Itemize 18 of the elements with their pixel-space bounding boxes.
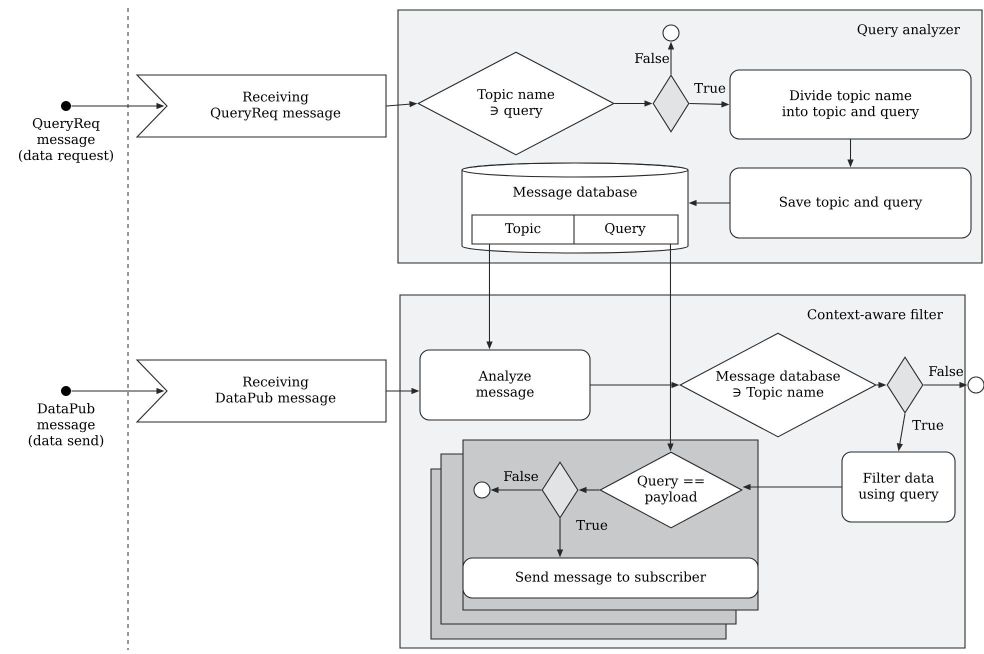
- process-box: Divide topic name into topic and query: [729, 69, 972, 140]
- process-box: Filter data using query: [841, 451, 956, 523]
- start-label: DataPub message (data send): [28, 403, 104, 448]
- edge-label: True: [912, 420, 944, 430]
- process-box: Analyze message: [419, 349, 591, 421]
- database-cylinder: Message database Topic Query: [461, 162, 689, 254]
- edge-label: False: [504, 470, 538, 482]
- process-chevron: Receiving DataPub message: [136, 359, 387, 423]
- process-box: Save topic and query: [729, 167, 972, 239]
- end-symbol: [662, 24, 680, 42]
- end-symbol: [473, 481, 491, 499]
- edge-label: False: [635, 52, 669, 64]
- edge-label: False: [929, 366, 964, 376]
- process-box: Send message to subscriber: [462, 557, 759, 599]
- edge-label: True: [694, 83, 726, 93]
- process-chevron: Receiving QueryReq message: [136, 74, 387, 138]
- end-symbol: [967, 376, 984, 394]
- start-label: QueryReq message (data request): [19, 118, 113, 163]
